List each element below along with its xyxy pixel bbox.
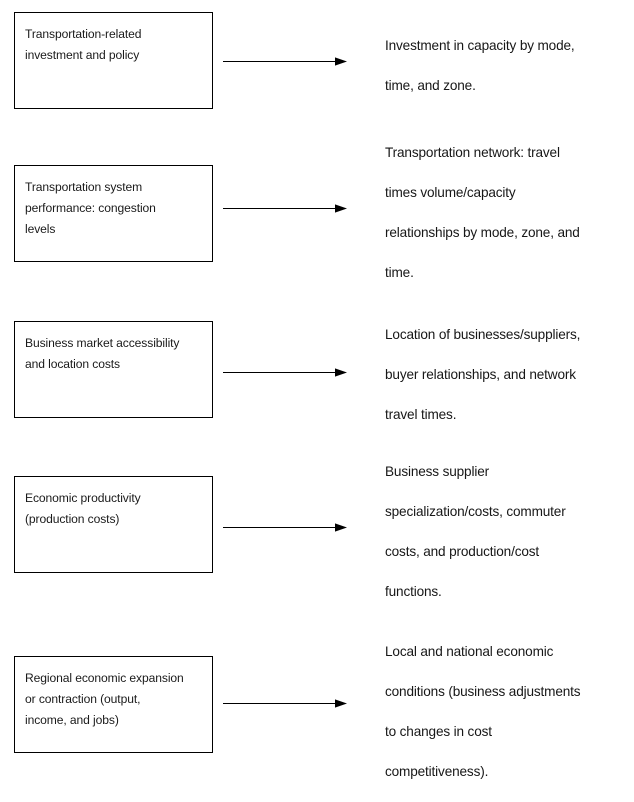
concept-box: Business market accessibility and locati… bbox=[14, 321, 213, 418]
concept-box: Regional economic expansion or contracti… bbox=[14, 656, 213, 753]
right-arrow-icon bbox=[223, 367, 347, 378]
concept-box-label: Transportation-related investment and po… bbox=[25, 27, 142, 62]
detail-text: Business supplier specialization/costs, … bbox=[385, 464, 566, 599]
detail-text: Investment in capacity by mode, time, an… bbox=[385, 38, 575, 93]
concept-box: Economic productivity (production costs) bbox=[14, 476, 213, 573]
concept-box: Transportation-related investment and po… bbox=[14, 12, 213, 109]
concept-box: Transportation system performance: conge… bbox=[14, 165, 213, 262]
concept-box-label: Business market accessibility and locati… bbox=[25, 336, 180, 371]
detail-text: Local and national economic conditions (… bbox=[385, 644, 581, 779]
detail-text: Location of businesses/suppliers, buyer … bbox=[385, 327, 581, 422]
concept-box-label: Economic productivity (production costs) bbox=[25, 491, 141, 526]
right-arrow-icon bbox=[223, 698, 347, 709]
right-arrow-icon bbox=[223, 56, 347, 67]
right-arrow-icon bbox=[223, 203, 347, 214]
detail-text: Transportation network: travel times vol… bbox=[385, 145, 580, 280]
right-arrow-icon bbox=[223, 522, 347, 533]
concept-box-label: Regional economic expansion or contracti… bbox=[25, 671, 184, 727]
concept-box-label: Transportation system performance: conge… bbox=[25, 180, 156, 236]
